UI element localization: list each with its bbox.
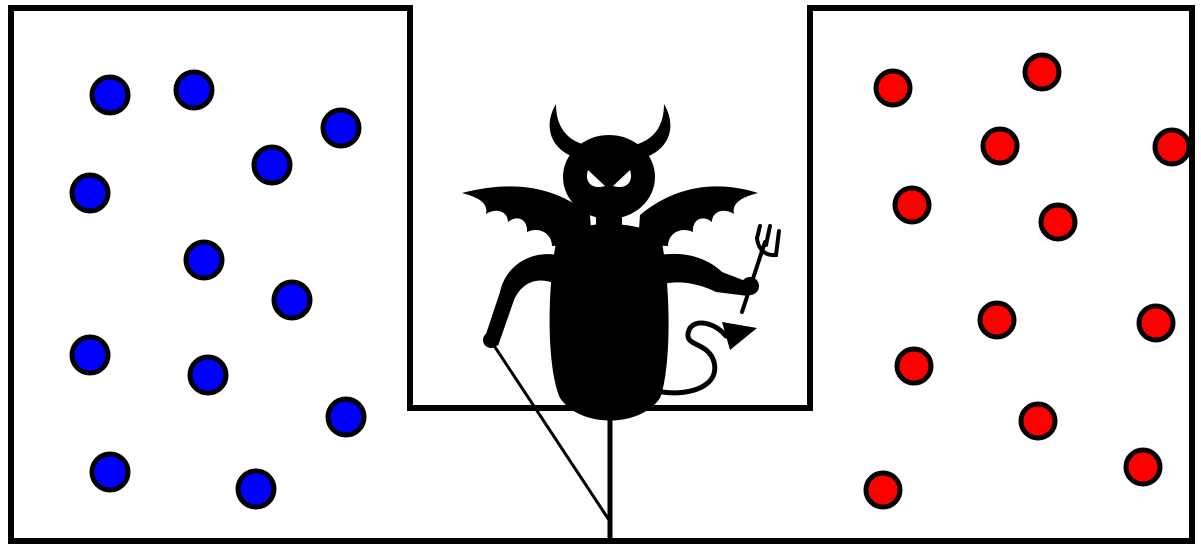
right-chamber-particle <box>980 303 1014 337</box>
right-chamber-particle <box>1041 205 1075 239</box>
demon-head <box>563 135 655 219</box>
left-chamber-particle <box>323 110 359 146</box>
demon-body <box>550 224 669 421</box>
left-chamber-particle <box>176 72 212 108</box>
right-chamber-particle <box>866 473 900 507</box>
left-chamber-particle <box>190 357 226 393</box>
left-chamber-particle <box>92 77 128 113</box>
left-chamber-particle <box>72 175 108 211</box>
right-chamber-particle <box>1021 404 1055 438</box>
right-chamber-particle <box>897 349 931 383</box>
right-chamber-particle <box>1139 306 1173 340</box>
right-chamber-particle <box>1126 450 1160 484</box>
right-chamber-particle <box>876 71 910 105</box>
left-chamber-particle <box>72 337 108 373</box>
left-chamber-particle <box>328 399 364 435</box>
right-chamber-particle <box>1155 130 1189 164</box>
left-chamber-particle <box>186 242 222 278</box>
right-chamber-particle <box>1025 55 1059 89</box>
demon-hand-left <box>483 332 499 348</box>
left-chamber-particle <box>274 282 310 318</box>
right-chamber-particle <box>895 188 929 222</box>
right-chamber-particle <box>983 129 1017 163</box>
left-chamber-particle <box>238 471 274 507</box>
left-chamber-particle <box>92 454 128 490</box>
left-chamber-particle <box>254 147 290 183</box>
